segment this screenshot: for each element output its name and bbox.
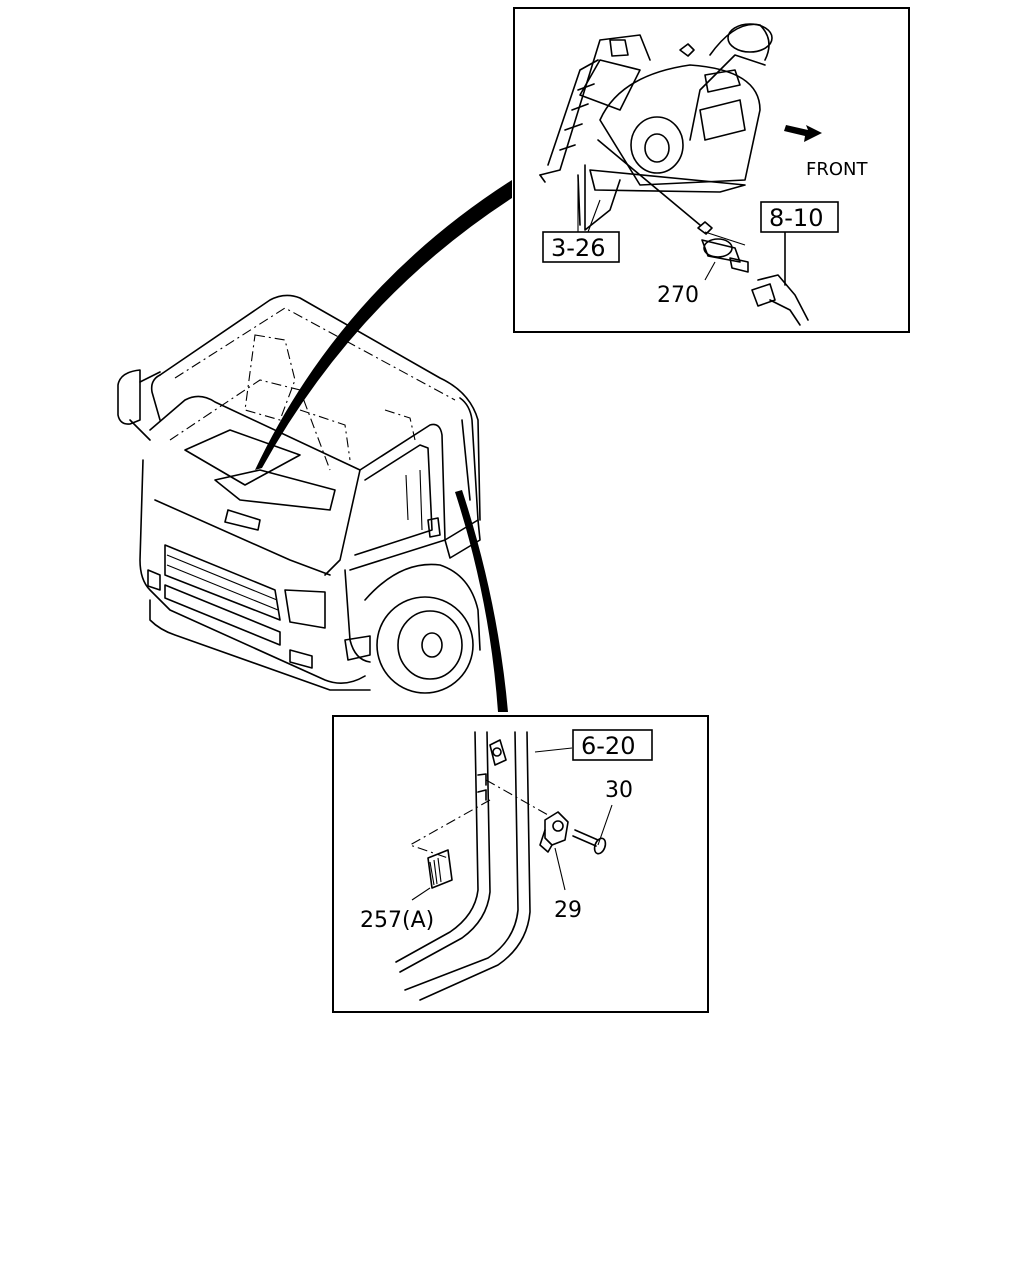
- svg-text:8-10: 8-10: [769, 204, 823, 232]
- oil-pressure-sensor: [697, 221, 749, 273]
- harness-connector: [751, 231, 809, 326]
- leader-to-bottom-inset: [455, 490, 508, 712]
- injection-pump-drawing: [539, 23, 773, 231]
- callout-30: 30: [605, 778, 633, 803]
- pad-257a: [427, 849, 453, 889]
- ref-3-26: 3-26: [542, 231, 620, 263]
- front-label: FRONT: [806, 159, 868, 180]
- door-pillar-drawing: [395, 731, 531, 1001]
- callout-29: 29: [554, 898, 582, 923]
- callout-270: 270: [657, 283, 699, 308]
- ref-6-20: 6-20: [572, 729, 653, 761]
- ref-8-10: 8-10: [760, 201, 839, 233]
- top-inset-panel: FRONT 3-26 8-10 270: [513, 7, 910, 333]
- svg-text:3-26: 3-26: [551, 234, 605, 262]
- bolt-30: [572, 829, 607, 855]
- bottom-inset-panel: 6-20 30 29 257(A): [332, 715, 709, 1013]
- leader-to-top-inset: [255, 180, 512, 470]
- front-arrow-icon: [784, 125, 822, 142]
- callout-257a: 257(A): [360, 908, 434, 933]
- svg-text:6-20: 6-20: [581, 732, 635, 760]
- truck-cab: [117, 294, 481, 694]
- bracket-29: [539, 811, 569, 853]
